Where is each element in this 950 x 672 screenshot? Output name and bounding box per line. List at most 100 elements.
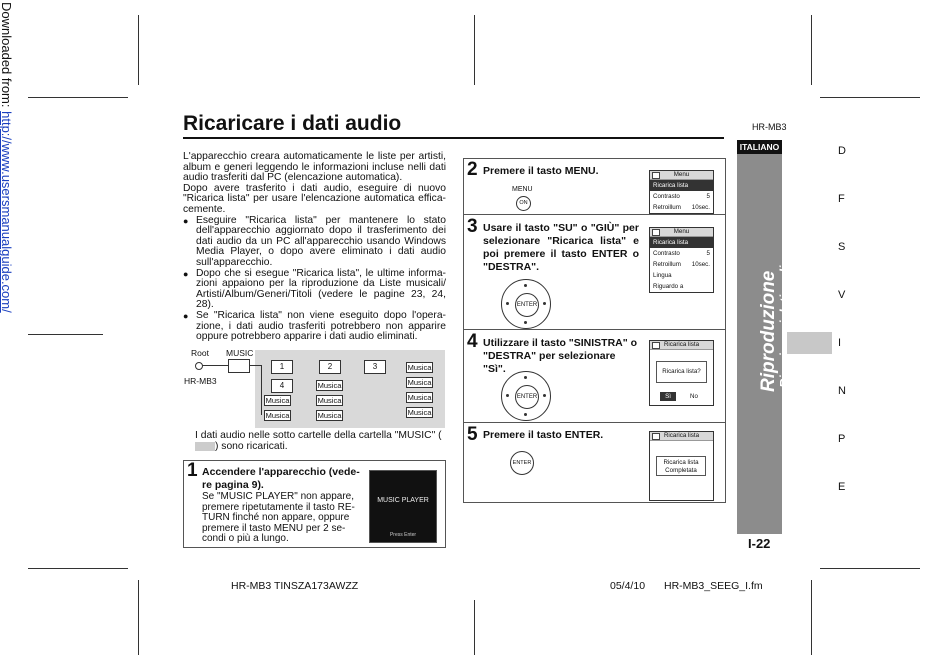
steps-panel: 2 Premere il tasto MENU. MENU ON 3 Usare… (463, 158, 726, 503)
step-body: Se "MUSIC PLAYER" non appare, premere ri… (202, 491, 355, 544)
bullet-item: Se "Ricarica lista" non viene eseguito d… (183, 310, 446, 343)
page-title: Ricaricare i dati audio (183, 112, 402, 135)
step-number: 5 (467, 424, 478, 445)
highlight-swatch (195, 441, 215, 451)
intro-bullets: Eseguire "Ricarica lista" per mantenere … (183, 215, 446, 343)
note-after: ) sono ricaricati. (215, 441, 288, 452)
lcd-row-label: Retroillum (653, 261, 681, 268)
yes-option: Sì (660, 392, 676, 401)
step-title: Accendere l'apparecchio (vede-re pagina … (202, 466, 360, 491)
language-badge: ITALIANO (737, 140, 782, 154)
folder-tree-diagram: Root MUSIC HR-MB3 1 2 3 4 Musica Musica … (183, 345, 446, 430)
lcd-row-label: Retroillum (653, 204, 681, 211)
lcd-folder-icon (652, 172, 660, 179)
lcd-row-value: 5 (706, 250, 710, 257)
watermark-link[interactable]: http://www.usersmanualguide.com/ (0, 111, 14, 313)
bullet-item: Dopo che si esegue "Ricarica lista", le … (183, 268, 446, 311)
footer-date: 05/4/10 (610, 580, 646, 592)
intro-text: L'apparecchio creara automaticamente le … (183, 151, 446, 343)
step-title: Utilizzare il tasto "SINISTRA" o "DESTRA… (483, 337, 638, 375)
device-label: HR-MB3 (184, 376, 217, 386)
bullet-item: Eseguire "Ricarica lista" per mantenere … (183, 215, 446, 269)
musica-file: Musica (264, 395, 291, 406)
language-tab-n[interactable]: N (838, 385, 846, 397)
lcd-row-label: Contrasto (653, 193, 680, 200)
footer-file: HR-MB3_SEEG_I.fm (664, 580, 763, 592)
step-number: 3 (467, 216, 478, 237)
step-number: 2 (467, 159, 478, 180)
musica-file: Musica (316, 395, 343, 406)
step-number: 4 (467, 331, 478, 352)
lcd-menu-screen-2: Menu Ricarica lista Contrasto 5 Retroillu… (649, 227, 714, 293)
folder-icon: 4 (271, 379, 293, 393)
root-node-icon (195, 362, 203, 370)
folder-icon: 1 (271, 360, 293, 374)
done-message: Ricarica lista Completata (656, 456, 706, 476)
step-divider (464, 214, 725, 215)
enter-button-icon: ENTER (510, 451, 534, 475)
lcd-folder-icon (652, 433, 660, 440)
menu-button-label: MENU (512, 186, 533, 193)
screen-footer: Press Enter (389, 532, 417, 538)
no-option: No (690, 393, 698, 400)
lcd-confirm-screen: Ricarica lista Ricarica lista? Sì No (649, 340, 714, 406)
done-line-1: Ricarica lista (663, 459, 699, 466)
tree-line (261, 365, 262, 415)
title-divider (183, 137, 724, 139)
music-label: MUSIC (226, 348, 254, 358)
screen-title: MUSIC PLAYER (377, 497, 429, 504)
musica-file: Musica (406, 392, 433, 403)
section-sidebar (737, 140, 782, 534)
step-title: Premere il tasto MENU. (483, 165, 599, 177)
note-text: I dati audio nelle sotto cartelle della … (183, 430, 446, 452)
lcd-header: Ricarica lista (663, 432, 700, 439)
intro-paragraph-1: L'apparecchio creara automaticamente le … (183, 151, 446, 184)
intro-paragraph-2: Dopo avere trasferito i dati audio, eseg… (183, 182, 446, 215)
musica-file: Musica (406, 362, 433, 373)
model-label: HR-MB3 (752, 122, 787, 132)
language-tab-v[interactable]: V (838, 289, 846, 301)
language-tab-s[interactable]: S (838, 241, 846, 253)
lcd-row-value: 10sec. (691, 204, 710, 211)
lcd-row-label: Ricarica lista (653, 182, 689, 189)
step-number: 1 (187, 460, 198, 481)
language-tab-i[interactable]: I (838, 337, 842, 349)
language-tab-p[interactable]: P (838, 433, 846, 445)
musica-file: Musica (316, 380, 343, 391)
language-tab-e[interactable]: E (838, 481, 846, 493)
language-tab-highlight (787, 332, 832, 354)
musica-file: Musica (264, 410, 291, 421)
lcd-row-label: Lingua (653, 272, 672, 279)
done-line-2: Completata (665, 467, 697, 474)
note-before: I dati audio nelle sotto cartelle della … (195, 430, 442, 441)
lcd-folder-icon (652, 342, 660, 349)
navigation-dial-icon: ENTER (501, 371, 551, 421)
folder-icon: 3 (364, 360, 386, 374)
lcd-row-label: Contrasto (653, 250, 680, 257)
lcd-header: Menu (673, 171, 690, 178)
lcd-header: Menu (673, 228, 690, 235)
music-player-screen: MUSIC PLAYER Press Enter (369, 470, 437, 543)
sidebar-subtitle: -Ricaricare i dati audio- (778, 253, 792, 392)
lcd-header: Ricarica lista (663, 341, 700, 348)
watermark-prefix: Downloaded from: (0, 2, 14, 112)
step-divider (464, 422, 725, 423)
sidebar-title-main: Riproduzione (758, 270, 779, 392)
step-title: Premere il tasto ENTER. (483, 429, 604, 441)
lcd-row-label: Riguardo a (653, 283, 684, 290)
lcd-row-value: 10sec. (691, 261, 710, 268)
lcd-done-screen: Ricarica lista Ricarica lista Completata (649, 431, 714, 501)
enter-button: ENTER (515, 293, 539, 317)
tree-line (249, 365, 261, 366)
lcd-row-label: Ricarica lista (653, 239, 689, 246)
confirm-question: Ricarica lista? (656, 361, 707, 383)
folder-icon: 2 (319, 360, 341, 374)
page-number: I-22 (748, 536, 771, 551)
music-folder-icon (228, 359, 250, 373)
language-tab-d[interactable]: D (838, 145, 846, 157)
musica-file: Musica (406, 407, 433, 418)
step-1-box: 1 Accendere l'apparecchio (vede-re pagin… (183, 460, 446, 548)
language-tab-f[interactable]: F (838, 193, 845, 205)
sidebar-title: Riproduzione -Ricaricare i dati audio- (758, 253, 792, 392)
footer-left: HR-MB3 TINSZA173AWZZ (231, 580, 359, 592)
